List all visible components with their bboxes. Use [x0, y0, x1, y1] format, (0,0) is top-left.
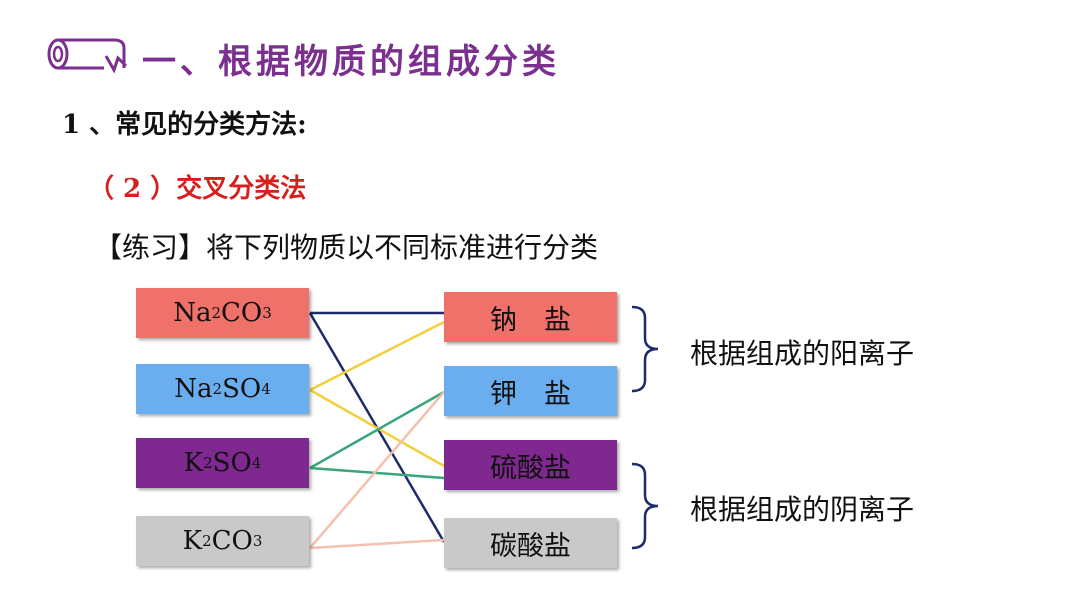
line-k2so4-potassium — [309, 390, 445, 470]
line-na2co3-carbonate — [308, 312, 446, 543]
category-box-sulfate: 硫酸盐 — [444, 440, 617, 490]
exercise-prompt: 【练习】将下列物质以不同标准进行分类 — [94, 231, 599, 264]
category-box-potassium-salt: 钾 盐 — [444, 366, 617, 416]
scroll-icon — [47, 38, 128, 74]
category-box-carbonate: 碳酸盐 — [444, 518, 617, 568]
criterion-anion: 根据组成的阴离子 — [690, 493, 915, 526]
line-k2co3-potassium — [309, 391, 445, 549]
section-heading: 1 、常见的分类方法: — [62, 110, 307, 140]
subsection-heading: （ 2 ）交叉分类法 — [88, 174, 307, 204]
line-k2so4-sulfate — [309, 466, 445, 480]
bracket-anion — [631, 462, 659, 550]
bracket-cation — [631, 305, 659, 393]
criterion-cation: 根据组成的阳离子 — [690, 337, 915, 370]
category-box-sodium-salt: 钠 盐 — [444, 292, 617, 342]
line-na2so4-sulfate — [309, 388, 445, 468]
line-k2co3-carbonate — [309, 538, 445, 550]
slide-title: 一、根据物质的组成分类 — [142, 42, 560, 82]
line-na2so4-sodium — [309, 320, 445, 392]
